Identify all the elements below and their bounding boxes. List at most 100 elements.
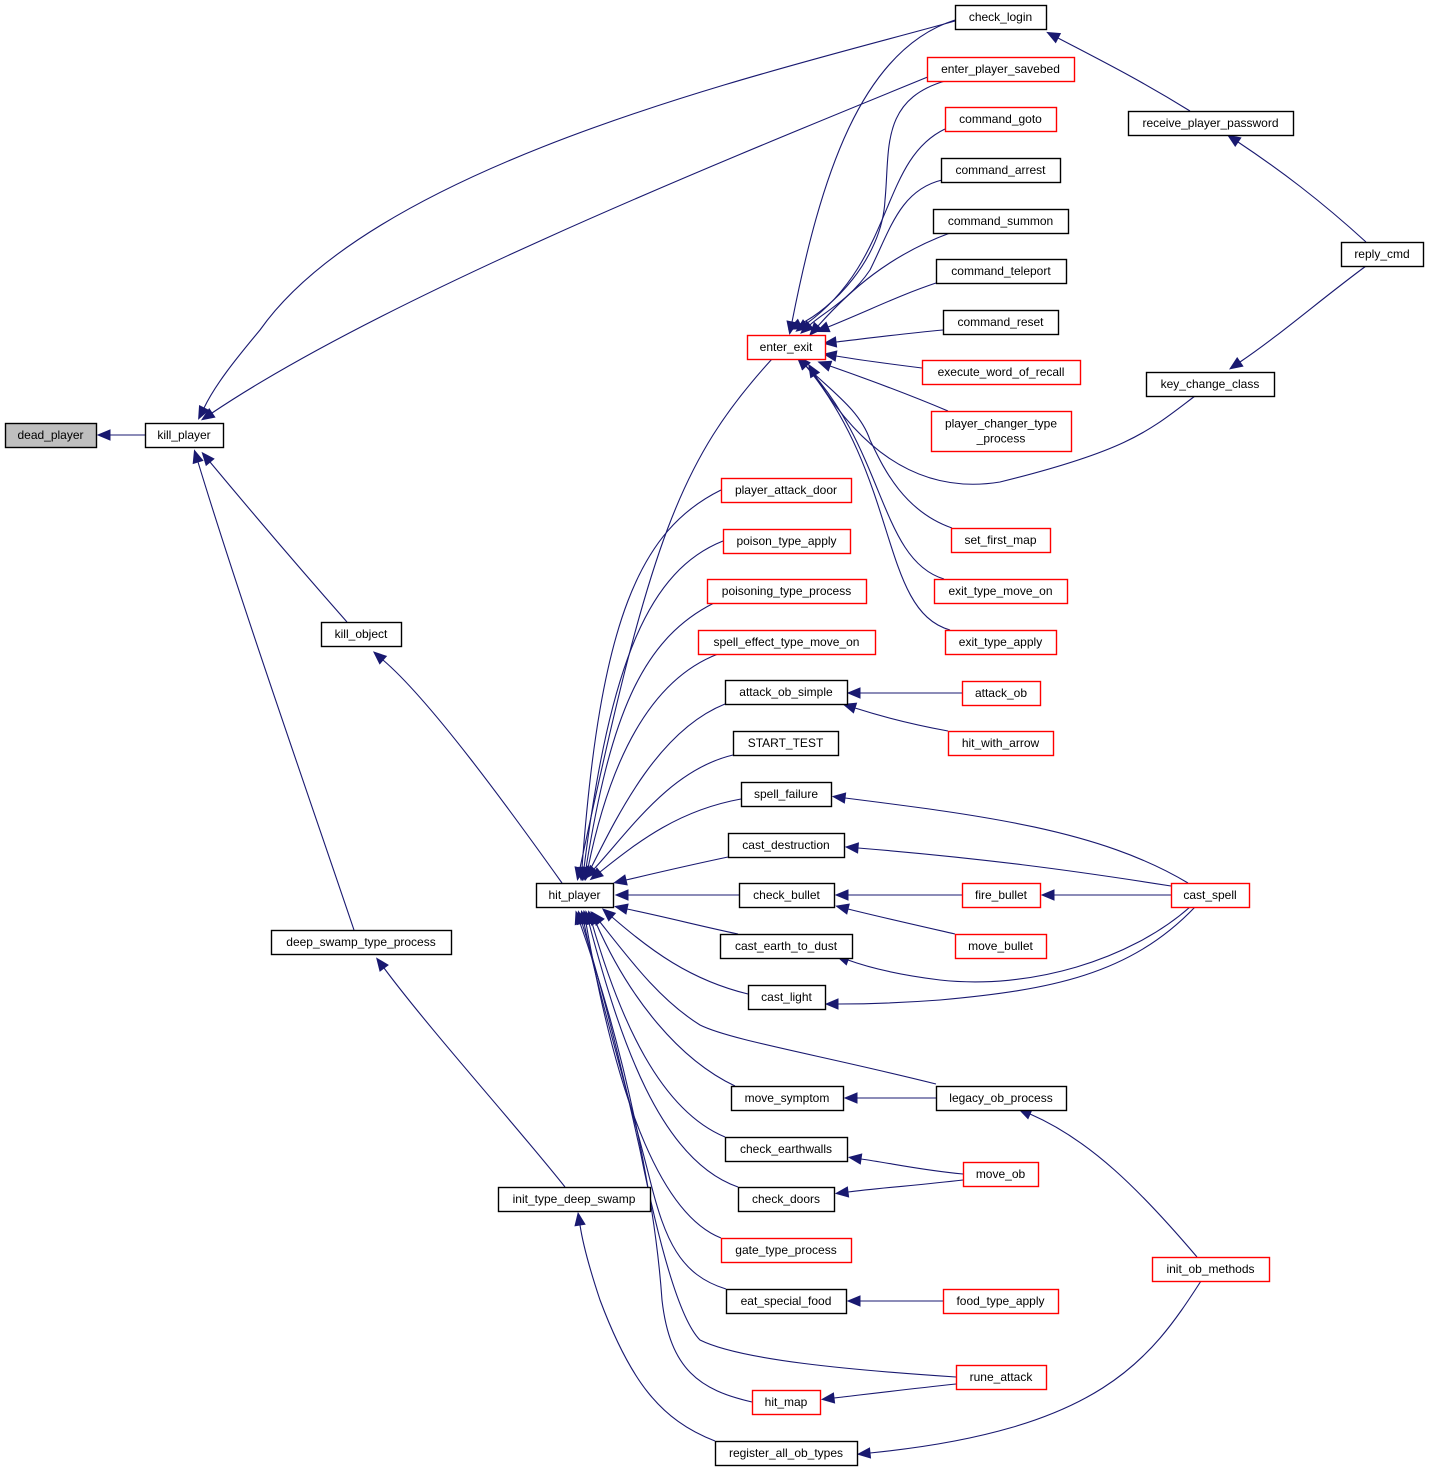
node-box [724, 679, 849, 706]
edge-line [805, 365, 951, 631]
node-enter-exit[interactable]: enter_exit [746, 334, 827, 361]
node-poison-type-apply[interactable]: poison_type_apply [722, 528, 852, 555]
node-command-summon[interactable]: command_summon [932, 208, 1070, 235]
node-spell-effect-type-move-on[interactable]: spell_effect_type_move_on [697, 629, 877, 656]
edge-check_bullet-to-hit_player [614, 889, 739, 901]
node-command-goto[interactable]: command_goto [944, 106, 1058, 133]
node-label: food_type_apply [956, 1294, 1044, 1308]
arrowhead-icon [800, 320, 815, 334]
edge-line [587, 653, 719, 869]
node-fire-bullet[interactable]: fire_bullet [961, 882, 1042, 909]
node-receive-player-password[interactable]: receive_player_password [1127, 110, 1295, 137]
node-label: key_change_class [1161, 377, 1260, 391]
node-label: exit_type_apply [959, 635, 1042, 649]
node-register-all-ob-types[interactable]: register_all_ob_types [714, 1440, 859, 1467]
node-move-symptom[interactable]: move_symptom [730, 1085, 845, 1112]
node-attack-ob[interactable]: attack_ob [961, 680, 1042, 707]
node-check-bullet[interactable]: check_bullet [738, 882, 836, 909]
node-player-attack-door[interactable]: player_attack_door [720, 477, 853, 504]
node-attack-ob-simple[interactable]: attack_ob_simple [724, 679, 849, 706]
node-kill-object[interactable]: kill_object [320, 621, 403, 648]
node-box [144, 422, 225, 449]
node-reply-cmd[interactable]: reply_cmd [1340, 241, 1425, 268]
node-hit-player[interactable]: hit_player [535, 882, 615, 909]
node-cast-spell[interactable]: cast_spell [1170, 882, 1251, 909]
node-command-reset[interactable]: command_reset [942, 309, 1060, 336]
node-box [714, 1440, 859, 1467]
node-start-test[interactable]: START_TEST [732, 730, 840, 757]
edge-line [814, 374, 1196, 485]
arrowhead-icon [831, 792, 847, 804]
node-enter-player-savebed[interactable]: enter_player_savebed [926, 56, 1076, 83]
node-food-type-apply[interactable]: food_type_apply [942, 1288, 1060, 1315]
edge-command_reset-to-enter_exit [822, 329, 944, 348]
node-box [933, 578, 1069, 605]
node-cast-light[interactable]: cast_light [747, 984, 827, 1011]
node-spell-failure[interactable]: spell_failure [740, 781, 833, 808]
node-set-first-map[interactable]: set_first_map [950, 527, 1052, 554]
node-box [720, 477, 853, 504]
node-gate-type-process[interactable]: gate_type_process [720, 1237, 853, 1264]
arrowhead-icon [376, 957, 389, 972]
node-init-ob-methods[interactable]: init_ob_methods [1151, 1256, 1271, 1283]
node-command-arrest[interactable]: command_arrest [940, 157, 1062, 184]
node-execute-word-of-recall[interactable]: execute_word_of_recall [921, 359, 1082, 386]
node-label: move_ob [976, 1167, 1026, 1181]
node-check-login[interactable]: check_login [954, 4, 1048, 31]
node-box [935, 258, 1068, 285]
node-player-changer-type-process[interactable]: player_changer_type_process [930, 410, 1073, 453]
node-label: init_ob_methods [1166, 1262, 1254, 1276]
node-poisoning-type-process[interactable]: poisoning_type_process [706, 578, 868, 605]
node-key-change-class[interactable]: key_change_class [1145, 371, 1276, 398]
node-rune-attack[interactable]: rune_attack [955, 1364, 1048, 1391]
node-dead-player: dead_player [4, 422, 98, 449]
node-label: _process [976, 432, 1026, 446]
node-hit-with-arrow[interactable]: hit_with_arrow [947, 730, 1055, 757]
edge-line [857, 847, 1172, 887]
arrowhead-icon [820, 1392, 836, 1404]
edge-init_ob_methods-to-legacy_ob_process [1017, 1108, 1198, 1258]
edge-check_login-to-kill_player [198, 20, 956, 420]
node-box [320, 621, 403, 648]
edge-line [869, 1280, 1202, 1454]
edge-line [579, 358, 773, 869]
node-cast-destruction[interactable]: cast_destruction [727, 832, 846, 859]
arrowhead-icon [1226, 134, 1242, 148]
node-deep-swamp-type-process[interactable]: deep_swamp_type_process [270, 929, 453, 956]
node-box [944, 106, 1058, 133]
node-label: hit_map [765, 1395, 808, 1409]
node-eat-special-food[interactable]: eat_special_food [725, 1288, 848, 1315]
node-check-doors[interactable]: check_doors [737, 1186, 836, 1213]
arrowhead-icon [574, 1211, 586, 1227]
node-box [738, 882, 836, 909]
node-box [950, 527, 1052, 554]
node-command-teleport[interactable]: command_teleport [935, 258, 1068, 285]
node-label: init_type_deep_swamp [513, 1192, 636, 1206]
node-init-type-deep-swamp[interactable]: init_type_deep_swamp [497, 1186, 652, 1213]
node-legacy-ob-process[interactable]: legacy_ob_process [935, 1085, 1068, 1112]
arrowhead-icon [847, 1153, 863, 1165]
node-exit-type-apply[interactable]: exit_type_apply [944, 629, 1058, 656]
arrowhead-icon [198, 404, 210, 420]
node-kill-player[interactable]: kill_player [144, 422, 225, 449]
edge-line [817, 232, 951, 327]
edge-line [579, 1224, 716, 1442]
node-exit-type-move-on[interactable]: exit_type_move_on [933, 578, 1069, 605]
edge-line [599, 921, 937, 1085]
node-move-ob[interactable]: move_ob [962, 1161, 1040, 1188]
arrowhead-icon [589, 867, 604, 881]
edge-line [805, 365, 945, 580]
node-hit-map[interactable]: hit_map [751, 1389, 822, 1416]
node-label: kill_object [335, 627, 388, 641]
node-cast-earth-to-dust[interactable]: cast_earth_to_dust [719, 933, 854, 960]
edge-command_goto-to-enter_exit [795, 128, 946, 332]
node-move-bullet[interactable]: move_bullet [954, 933, 1048, 960]
node-box [722, 528, 852, 555]
node-check-earthwalls[interactable]: check_earthwalls [724, 1136, 849, 1163]
arrowhead-icon [192, 449, 204, 465]
edge-line [829, 365, 949, 412]
edge-poisoning_type_process-to-hit_player [580, 602, 715, 882]
edge-line [835, 355, 923, 369]
node-box [921, 359, 1082, 386]
edge-line [590, 703, 726, 869]
